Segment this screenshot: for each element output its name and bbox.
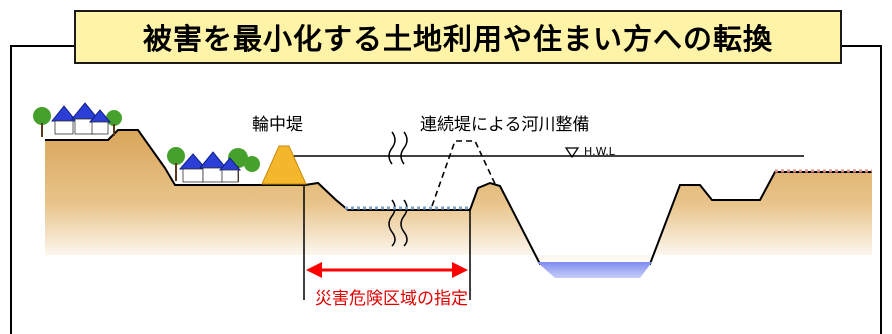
tree-trunk <box>175 163 177 181</box>
lower-village <box>167 147 260 183</box>
frame-top-right-line <box>842 45 882 47</box>
tree-icon <box>244 156 260 172</box>
frame-right-line <box>880 45 882 334</box>
break-mark-top <box>388 131 408 165</box>
tree-icon <box>106 110 122 126</box>
river-water <box>537 262 652 278</box>
house-icon <box>70 102 100 135</box>
tree-trunk <box>113 124 115 136</box>
house-icon <box>178 153 208 183</box>
frame-top-left-line <box>10 45 74 47</box>
ring-levee-label: 輪中堤 <box>252 115 303 135</box>
disaster-zone-label: 災害危険区域の指定 <box>315 289 468 309</box>
tree-trunk <box>41 123 43 137</box>
tree-icon <box>33 107 51 125</box>
upper-village <box>33 102 122 137</box>
house-icon <box>198 151 228 183</box>
title-box: 被害を最小化する土地利用や住まい方への転換 <box>74 10 848 70</box>
terrain-ground <box>45 130 872 264</box>
house-icon <box>50 105 78 135</box>
ring-levee <box>261 145 307 185</box>
continuous-levee-dashed <box>431 140 497 207</box>
tree-icon <box>167 147 185 165</box>
hwl-triangle-icon <box>564 147 580 159</box>
arrow-head-left-icon <box>306 262 322 278</box>
arrow-head-right-icon <box>452 262 468 278</box>
page-title: 被害を最小化する土地利用や住まい方への転換 <box>142 22 773 56</box>
frame-left-line <box>10 45 12 334</box>
house-icon <box>218 157 242 183</box>
hwl-label: H.W.L <box>584 145 616 158</box>
house-icon <box>88 109 112 135</box>
continuous-levee-label: 連続堤による河川整備 <box>420 115 590 135</box>
